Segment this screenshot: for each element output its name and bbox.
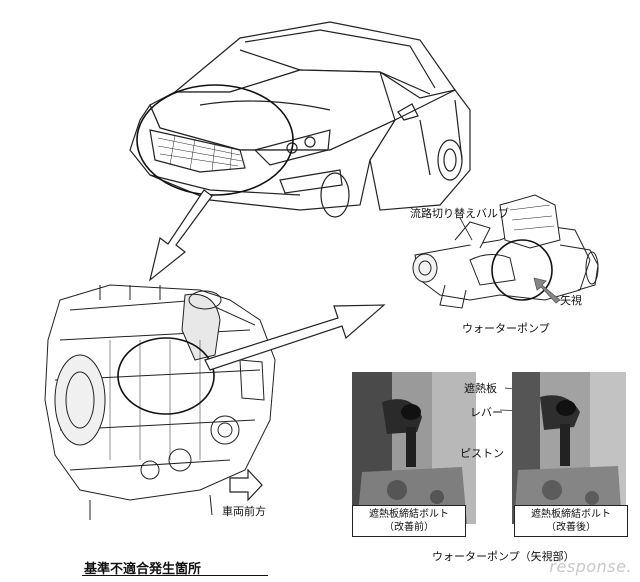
bolt-before-line2: （改善前） [384, 522, 434, 533]
bolt-after-box: 遮熱板締結ボルト （改善後） [514, 505, 628, 537]
pump-view-label: ウォーターポンプ（矢視部） [432, 550, 575, 563]
title-underline [82, 575, 268, 576]
piston-label: ピストン [460, 447, 504, 460]
car-highlight-circle [136, 84, 294, 196]
car-illustration [129, 21, 471, 218]
photo-after [512, 372, 626, 524]
bolt-after-line1: 遮熱板締結ボルト [531, 509, 611, 520]
nonconformity-location-title: 基準不適合発生箇所 [84, 562, 202, 577]
water-pump-label: ウォーターポンプ [462, 322, 550, 335]
watermark-logo: response. [549, 557, 632, 576]
vehicle-front-label: 車両前方 [222, 505, 266, 518]
lever-label: レバー [470, 406, 503, 419]
photo-before [352, 372, 476, 524]
pump-highlight-circle [491, 239, 553, 301]
arrow-view-label: 矢視 [560, 294, 582, 307]
bolt-before-box: 遮熱板締結ボルト （改善前） [352, 505, 466, 537]
engine-highlight-circle [117, 337, 215, 415]
vehicle-front-arrow [229, 468, 263, 502]
arrow-car-to-engine [149, 189, 213, 282]
heat-shield-label: 遮熱板 [464, 382, 497, 395]
flow-valve-label: 流路切り替えバルブ [410, 207, 509, 220]
bolt-before-line1: 遮熱板締結ボルト [369, 509, 449, 520]
arrow-engine-to-pump [204, 304, 386, 371]
flow-valve-leader [459, 217, 473, 241]
view-arrow [533, 277, 561, 304]
bolt-after-line2: （改善後） [546, 522, 596, 533]
